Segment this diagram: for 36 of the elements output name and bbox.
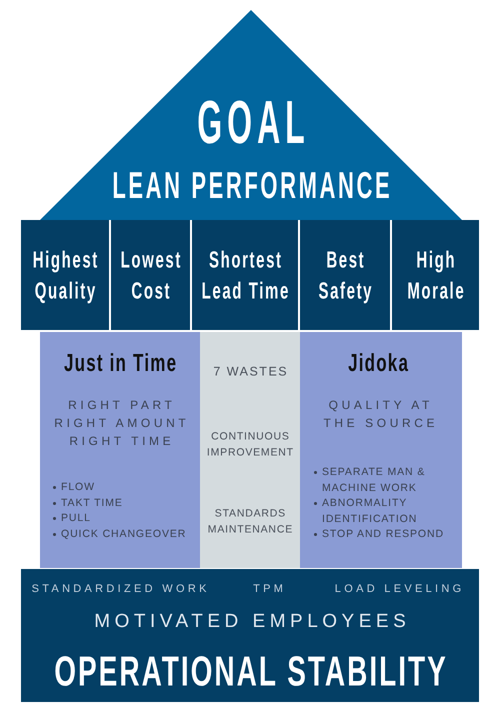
bullet-item: STOP AND RESPOND [313,527,444,542]
beam-cell [392,220,479,330]
pillar-tagline: RIGHT PART RIGHT AMOUNT RIGHT TIME [53,397,190,450]
base-panel [21,569,479,702]
pillar-heading: Jidoka [347,349,410,377]
beam-cell [192,220,298,330]
bullet-item: TAKT TIME [52,496,123,511]
bullet-item: ABNORMALITY IDENTIFICATION [313,496,454,527]
bullet-item: QUICK CHANGEOVER [52,526,186,542]
roof-subtitle: LEAN PERFORMANCE [111,166,392,206]
beam-cell [300,220,390,330]
base-subtitle: MOTIVATED EMPLOYEES [93,611,410,633]
roof-triangle [40,10,462,220]
bullet-item: PULL [52,511,91,526]
foundation-item: STANDARDIZED WORK [30,582,210,596]
pillar-label: STANDARDS MAINTENANCE [206,506,294,537]
cell-label: Best Safety [317,246,374,307]
pillar-tagline: QUALITY AT THE SOURCE [322,397,440,432]
beam-cell [21,220,109,330]
pillar-panel [200,332,300,568]
cell-label: Shortest Lead Time [200,246,291,307]
cell-label: High Morale [406,246,466,307]
pillar-heading: Just in Time [62,349,178,377]
foundation-item: TPM [252,582,286,596]
bullet-item: SEPARATE MAN & MACHINE WORK [313,465,454,496]
pillar-label: CONTINUOUS IMPROVEMENT [206,430,295,460]
cell-label: Highest Quality [32,246,100,307]
bullet-item: FLOW [52,480,95,496]
base-title: OPERATIONAL STABILITY [53,650,448,694]
foundation-item: LOAD LEVELING [334,582,464,596]
cell-label: Lowest Cost [120,246,183,307]
pillar-panel [40,332,200,568]
beam-cell [111,220,190,330]
pillar-heading: 7 WASTES [212,364,288,380]
roof-title: GOAL [196,90,310,154]
pillar-panel [300,332,462,568]
